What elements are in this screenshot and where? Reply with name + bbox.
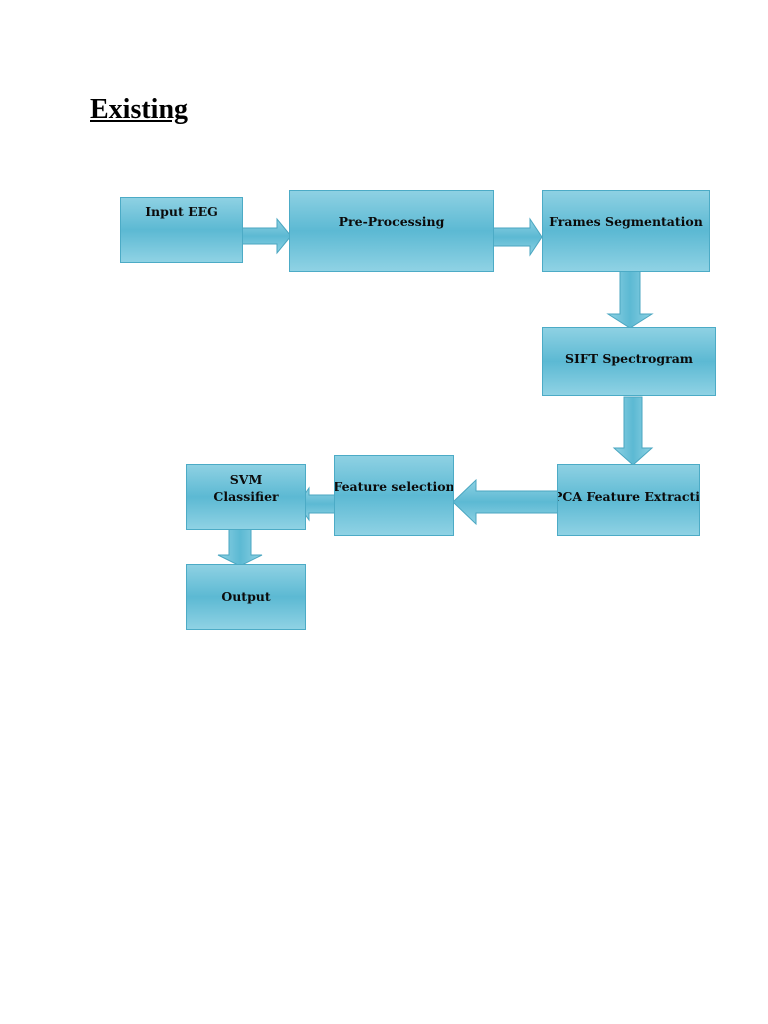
page-heading: Existing bbox=[90, 94, 189, 125]
node-pre-processing: Pre-Processing bbox=[289, 190, 494, 272]
arrow-preprocessing-to-frames bbox=[492, 217, 543, 257]
node-frames-segmentation-label: Frames Segmentation bbox=[549, 214, 703, 229]
node-svm-classifier-label: SVM Classifier bbox=[213, 472, 279, 504]
node-pre-processing-label: Pre-Processing bbox=[338, 214, 445, 229]
arrow-pca-to-feature-selection bbox=[452, 478, 560, 526]
node-feature-selection-label: Feature selection bbox=[334, 479, 454, 494]
arrow-input-to-preprocessing bbox=[241, 217, 292, 255]
node-input-eeg: Input EEG bbox=[120, 197, 243, 263]
node-pca-feature-extraction-label: PCA Feature Extraction bbox=[558, 489, 700, 504]
node-input-eeg-label: Input EEG bbox=[145, 204, 218, 219]
node-pca-feature-extraction: PCA Feature Extraction bbox=[557, 464, 700, 536]
arrow-sift-to-pca bbox=[612, 396, 654, 466]
node-sift-spectrogram: SIFT Spectrogram bbox=[542, 327, 716, 396]
node-frames-segmentation: Frames Segmentation bbox=[542, 190, 710, 272]
node-output-label: Output bbox=[221, 589, 271, 604]
node-sift-spectrogram-label: SIFT Spectrogram bbox=[564, 351, 694, 366]
node-feature-selection: Feature selection bbox=[334, 455, 454, 536]
arrow-frames-to-sift bbox=[606, 270, 654, 329]
node-svm-classifier: SVM Classifier bbox=[186, 464, 306, 530]
node-output: Output bbox=[186, 564, 306, 630]
arrow-svm-to-output bbox=[217, 527, 263, 567]
